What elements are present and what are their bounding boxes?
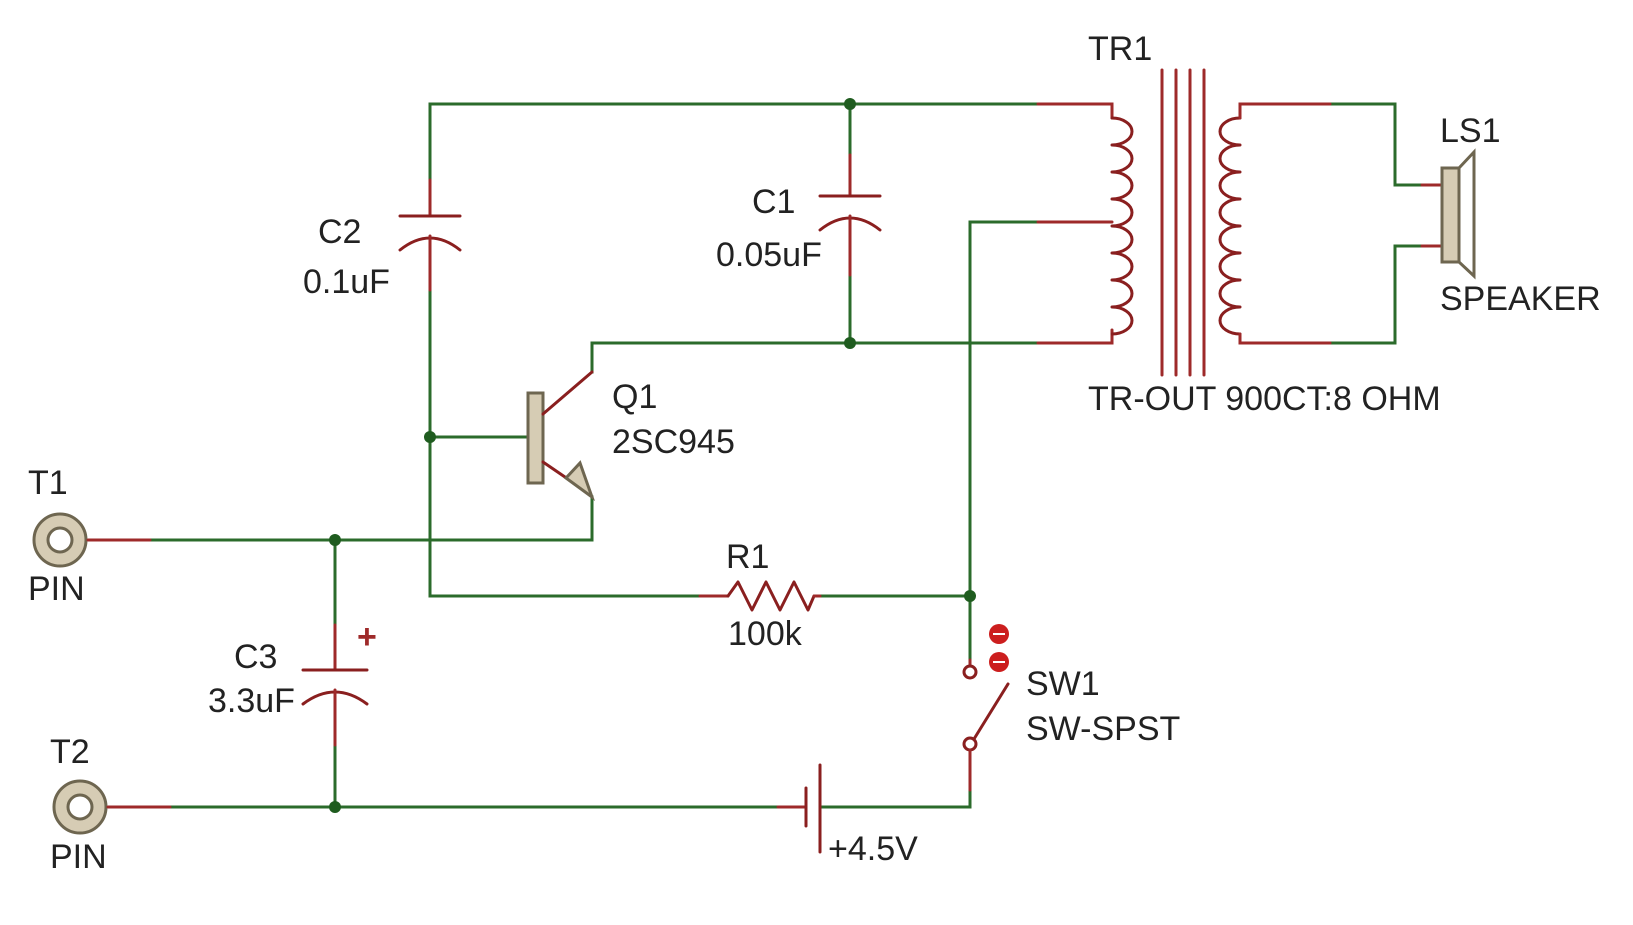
resistor-r1: R1 100k xyxy=(698,538,822,653)
ls1-ref-label: LS1 xyxy=(1440,112,1501,150)
junction-dot xyxy=(329,801,341,813)
tr1-secondary-coil xyxy=(1218,116,1242,336)
capacitor-c3: + C3 3.3uF xyxy=(208,618,377,747)
q1-value-label: 2SC945 xyxy=(612,423,735,461)
c2-ref-label: C2 xyxy=(318,213,361,251)
wire-center-tap xyxy=(968,220,1040,662)
capacitor-c1: C1 0.05uF xyxy=(716,153,882,277)
r1-zigzag xyxy=(726,580,816,612)
wire-c2-bottom xyxy=(428,288,702,598)
transformer-tr1: TR1 TR-OUT 900CT:8 OHM xyxy=(1036,30,1441,418)
sw1-contact xyxy=(962,664,978,680)
sw1-state-indicator xyxy=(989,624,1009,672)
sw1-ref-label: SW1 xyxy=(1026,665,1100,703)
t2-ref-label: T2 xyxy=(50,733,90,771)
terminal-t1: T1 PIN xyxy=(28,464,152,608)
speaker-ls1: LS1 SPEAKER xyxy=(1420,112,1601,318)
speaker-cone xyxy=(1457,148,1476,280)
r1-value-label: 100k xyxy=(728,615,803,653)
wire-emitter xyxy=(148,495,594,542)
c3-polarity-mark: + xyxy=(357,618,377,656)
battery: +4.5V xyxy=(776,763,918,868)
tr1-secondary-lead xyxy=(1238,102,1332,120)
junction-dot xyxy=(964,590,976,602)
wire-collector xyxy=(590,341,1040,374)
sw1-value-label: SW-SPST xyxy=(1026,710,1180,748)
c3-ref-label: C3 xyxy=(234,638,277,676)
t2-value-label: PIN xyxy=(50,838,107,876)
c3-value-label: 3.3uF xyxy=(208,682,295,720)
junction-dot xyxy=(844,337,856,349)
sw1-lever xyxy=(972,682,1010,741)
t1-ref-label: T1 xyxy=(28,464,68,502)
wires xyxy=(148,102,1424,809)
junctions xyxy=(329,98,976,813)
capacitor-c2: C2 0.1uF xyxy=(303,178,462,301)
junction-dot xyxy=(329,534,341,546)
wire-battery-switch xyxy=(818,788,972,809)
q1-emitter-arrow xyxy=(563,460,596,502)
wire-secondary-bottom xyxy=(1328,244,1424,345)
battery-value-label: +4.5V xyxy=(828,830,918,868)
junction-dot xyxy=(844,98,856,110)
c2-value-label: 0.1uF xyxy=(303,263,390,301)
q1-collector-leg xyxy=(541,370,594,416)
terminal-t2: T2 PIN xyxy=(50,733,172,876)
tr1-primary-lead xyxy=(1036,328,1114,345)
r1-ref-label: R1 xyxy=(726,538,769,576)
tr1-ref-label: TR1 xyxy=(1088,30,1152,68)
terminal-pin-hole xyxy=(66,793,94,821)
q1-ref-label: Q1 xyxy=(612,378,657,416)
tr1-core xyxy=(1160,68,1206,377)
transistor-q1: Q1 2SC945 xyxy=(526,370,735,502)
tr1-secondary-lead xyxy=(1238,332,1332,345)
q1-base-bar xyxy=(526,391,545,485)
wire-secondary-top xyxy=(1328,102,1424,187)
speaker-icon xyxy=(1440,166,1461,264)
junction-dot xyxy=(424,431,436,443)
switch-sw1: SW1 SW-SPST xyxy=(962,624,1180,792)
tr1-primary-coil xyxy=(1110,116,1134,336)
c1-value-label: 0.05uF xyxy=(716,236,822,274)
c1-ref-label: C1 xyxy=(752,183,795,221)
t1-value-label: PIN xyxy=(28,570,85,608)
tr1-value-label: TR-OUT 900CT:8 OHM xyxy=(1088,380,1441,418)
terminal-pin-hole xyxy=(46,526,74,554)
tr1-primary-lead xyxy=(1036,102,1114,120)
ls1-value-label: SPEAKER xyxy=(1440,280,1601,318)
